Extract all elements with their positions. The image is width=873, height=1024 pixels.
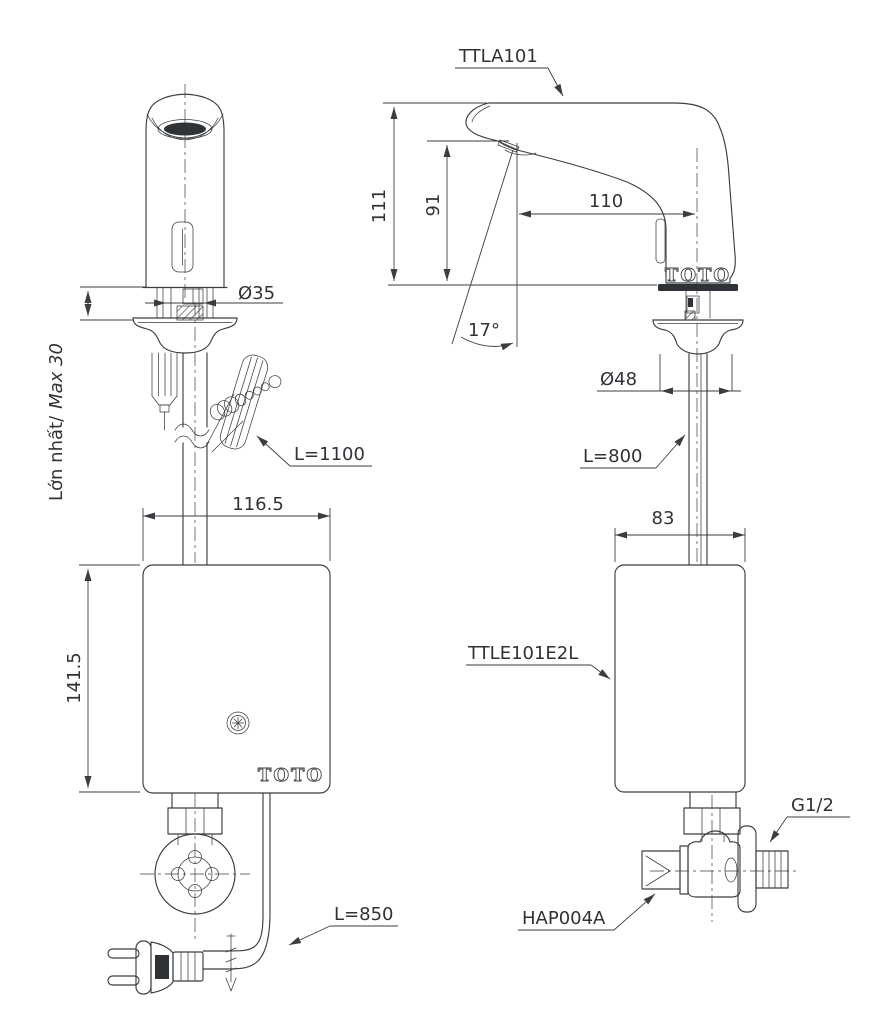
leader-spout-model	[547, 67, 564, 97]
dim-side-box-width: 83	[652, 508, 675, 529]
dim-deck-max-value: Max 30	[46, 343, 67, 409]
side-controller-box	[614, 564, 746, 793]
angle-valve	[641, 791, 789, 913]
label-spout-model: TTLA101	[458, 46, 538, 67]
side-sensor-window	[655, 218, 666, 264]
front-faucet-body	[145, 93, 225, 288]
power-cord-outer	[202, 792, 271, 970]
dim-shank-diameter: Ø35	[238, 283, 275, 304]
valve-body-oval	[724, 857, 738, 883]
valve-handle	[641, 850, 681, 890]
side-spout-outline	[465, 102, 736, 284]
dim-deck-max-prefix: Lớn nhất/	[46, 415, 67, 501]
leader-valve-model	[613, 893, 656, 931]
spout-aerator	[497, 139, 520, 153]
valve-step-ring	[679, 845, 689, 895]
angle-arc	[460, 336, 514, 351]
leader-controller-model	[590, 664, 611, 680]
cable-tie	[225, 933, 237, 992]
valve-body	[687, 830, 741, 898]
front-box-brand-logo: TOTO	[258, 765, 324, 786]
side-shank	[684, 290, 711, 321]
plug-face	[135, 940, 152, 995]
dim-box-height: 141.5	[64, 652, 85, 704]
dim-deck-max-label: Lớn nhất/Max 30	[46, 343, 67, 501]
sensor-cable-connector	[209, 375, 282, 421]
leader-cord-length	[288, 925, 331, 946]
dim-box-width: 116.5	[232, 494, 284, 515]
leader-cable-length	[256, 435, 291, 467]
plug-body	[150, 941, 174, 994]
dim-angle: 17°	[468, 320, 500, 341]
side-spout-brand-logo: TOTO	[665, 265, 731, 286]
side-flange-bowl	[652, 319, 744, 355]
side-base-plate	[658, 284, 738, 291]
front-faucet-hood-arc-inner	[151, 117, 219, 140]
front-shank-thread-hatch	[176, 305, 204, 321]
plug-prong-top	[107, 948, 140, 959]
valve-hex-nut	[683, 807, 741, 835]
front-label-window	[171, 221, 194, 273]
plug-prong-bottom	[107, 975, 140, 986]
power-plug	[107, 940, 204, 995]
sensor-cable-band	[219, 354, 269, 450]
valve-wall-flange	[737, 825, 757, 913]
dim-cable-length: L=1100	[294, 444, 365, 465]
cable-wire-2	[211, 420, 244, 453]
front-flange-bowl	[132, 317, 238, 354]
dim-cord-length: L=850	[334, 904, 393, 925]
plug-body-dark	[155, 955, 169, 979]
dim-outlet-height: 91	[423, 194, 444, 217]
leader-thread-size	[769, 816, 788, 843]
label-controller-model: TTLE101E2L	[467, 643, 578, 664]
front-threaded-rod	[151, 352, 178, 431]
side-view: TOTO	[465, 102, 798, 922]
front-box-screw	[226, 711, 250, 735]
front-faucet-hood-arc	[146, 113, 224, 139]
valve-thread	[755, 850, 789, 889]
side-view-dimensions: TTLA101 111 91 110 17° Ø48 L=800	[369, 46, 850, 931]
valve-handle-vee	[645, 855, 671, 887]
front-view: TOTO	[107, 84, 331, 995]
spout-outlet-lip	[504, 149, 537, 156]
dim-base-diameter: Ø48	[600, 369, 637, 390]
dim-total-height: 111	[369, 189, 390, 223]
front-supply-hose	[174, 352, 210, 566]
dim-hose-length: L=800	[583, 446, 642, 467]
front-supply-connector-ring	[154, 833, 236, 915]
side-supply-pipe	[688, 353, 708, 566]
sensor-window-outline	[157, 119, 213, 139]
leader-hose-length	[655, 434, 686, 469]
dim-reach: 110	[589, 191, 623, 212]
spout-outlet-line	[497, 140, 517, 150]
sensor-lens	[164, 122, 206, 136]
spout-tip-inner	[471, 105, 491, 123]
angle-ref-diagonal	[451, 149, 514, 345]
front-controller-box	[142, 564, 331, 794]
label-thread-size: G1/2	[791, 795, 834, 816]
front-view-dimensions: Ø35 Lớn nhất/Max 30 L=1100 116.5 141.5 L…	[46, 283, 398, 946]
cable-wire-1	[205, 393, 235, 447]
label-valve-model: HAP004A	[522, 908, 606, 929]
